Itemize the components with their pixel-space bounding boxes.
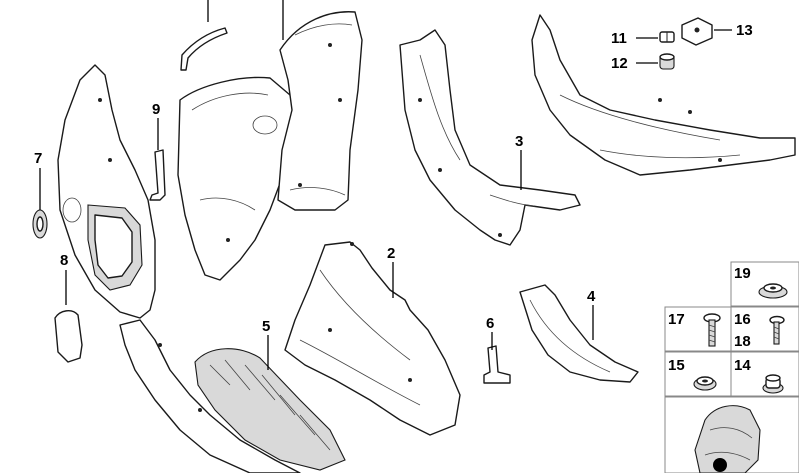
callout-15: 15 bbox=[668, 357, 685, 374]
callout-4: 4 bbox=[587, 288, 596, 305]
grid-cell-19 bbox=[730, 261, 799, 307]
callout-7: 7 bbox=[34, 150, 42, 167]
callout-2: 2 bbox=[387, 245, 395, 262]
callout-17: 17 bbox=[668, 311, 685, 328]
part-14-grommet bbox=[762, 374, 784, 394]
part-9-bracket bbox=[149, 149, 166, 201]
callout-12: 12 bbox=[611, 55, 628, 72]
part-1-inner-shield bbox=[177, 11, 363, 281]
part-floor-rail bbox=[119, 319, 301, 473]
part-19-grommet bbox=[758, 283, 788, 299]
grid-cell-17 bbox=[664, 306, 732, 352]
callout-8: 8 bbox=[60, 252, 68, 269]
callout-labels: 2 3 4 5 6 7 8 9 11 12 13 bbox=[34, 22, 753, 335]
part-7-grommet bbox=[32, 209, 48, 239]
leader-lines bbox=[39, 0, 732, 370]
callout-16: 16 bbox=[734, 311, 751, 328]
small-parts-grid: 19 17 16 18 15 14 bbox=[664, 261, 799, 473]
part-4-trim bbox=[519, 284, 639, 383]
callout-14: 14 bbox=[734, 357, 751, 374]
part-side-panel-top bbox=[531, 14, 796, 176]
vehicle-thumbnail bbox=[694, 405, 761, 473]
part-17-screw bbox=[703, 313, 721, 347]
part-8-cover bbox=[54, 310, 83, 363]
part-6-bracket bbox=[483, 345, 511, 384]
part-3-center-panel bbox=[399, 29, 581, 246]
callout-9: 9 bbox=[152, 101, 160, 118]
part-11-screw bbox=[659, 31, 675, 43]
callout-13: 13 bbox=[736, 22, 753, 39]
callout-5: 5 bbox=[262, 318, 270, 335]
callout-3: 3 bbox=[515, 133, 523, 150]
part-front-fairing bbox=[57, 64, 156, 319]
grid-cell-16-18 bbox=[730, 306, 799, 352]
part-15-nut bbox=[693, 376, 717, 391]
callout-6: 6 bbox=[486, 315, 494, 332]
part-5-floor-mat bbox=[194, 348, 346, 471]
part-2-lower-panel bbox=[284, 241, 461, 436]
part-13-clip bbox=[681, 17, 713, 46]
callout-19: 19 bbox=[734, 265, 751, 282]
part-12-nut bbox=[659, 53, 675, 70]
callout-18: 18 bbox=[734, 333, 751, 350]
part-16-screw bbox=[769, 315, 785, 345]
callout-11: 11 bbox=[611, 30, 627, 47]
